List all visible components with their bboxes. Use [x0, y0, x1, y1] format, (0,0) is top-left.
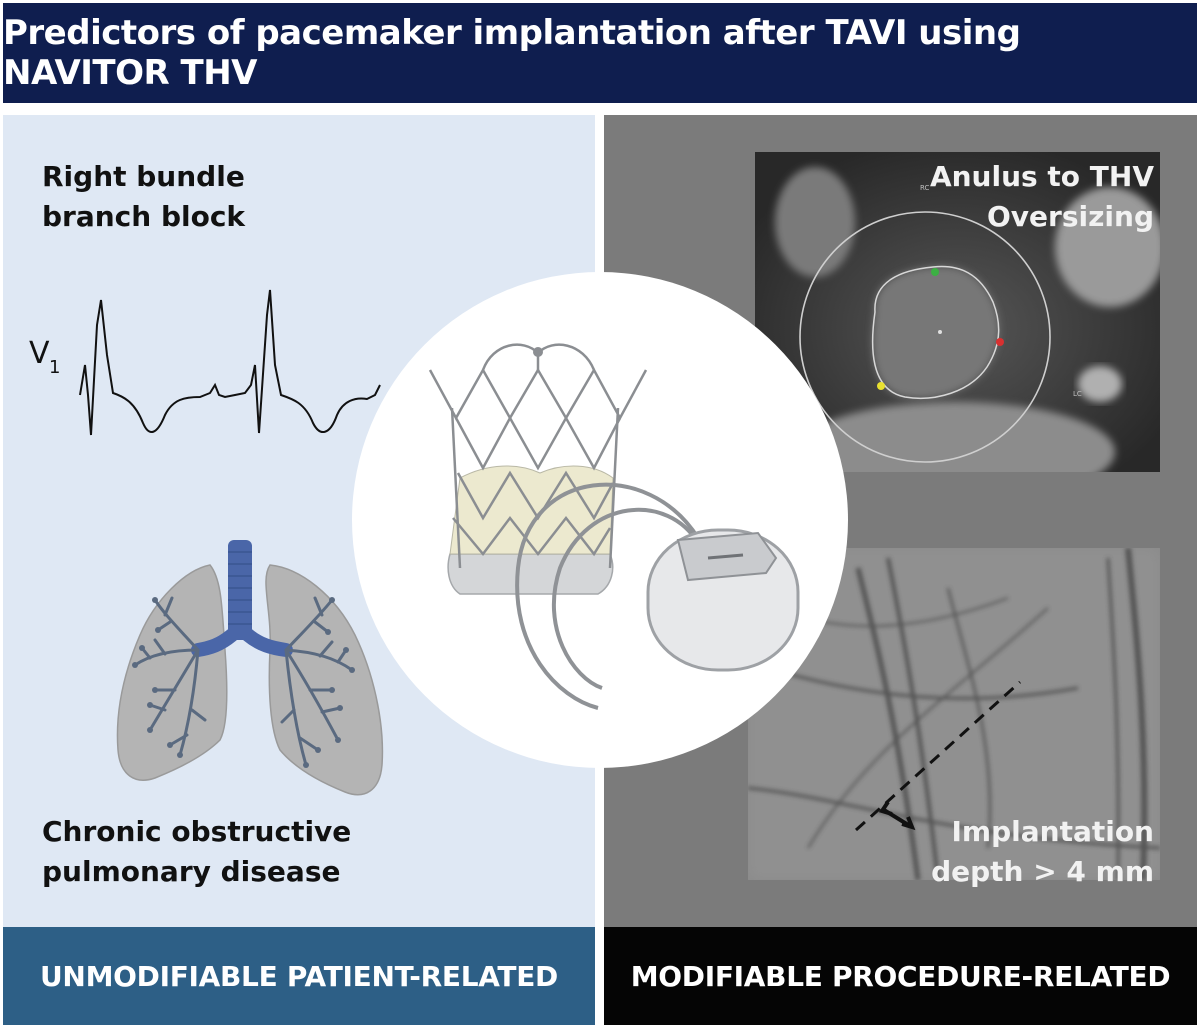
unmodifiable-footer: UNMODIFIABLE PATIENT-RELATED — [3, 927, 595, 1025]
title-banner: Predictors of pacemaker implantation aft… — [3, 3, 1197, 103]
rbbb-label: Right bundle branch block — [42, 160, 246, 233]
ct-marker-green — [931, 268, 939, 276]
implantation-depth-label: Implantation depth > 4 mm — [931, 815, 1154, 888]
ecg-lead-letter: V — [29, 336, 50, 371]
modifiable-footer: MODIFIABLE PROCEDURE-RELATED — [604, 927, 1197, 1025]
ecg-trace: V 1 — [29, 289, 381, 436]
thv-valve-icon — [428, 343, 648, 595]
ct-marker-yellow — [877, 382, 885, 390]
bronchial-tree-left — [133, 596, 207, 757]
modifiable-footer-label: MODIFIABLE PROCEDURE-RELATED — [630, 959, 1171, 993]
ecg-waveform — [79, 289, 381, 436]
annulus-plane-dashed-line — [854, 680, 1022, 832]
unmodifiable-footer-label: UNMODIFIABLE PATIENT-RELATED — [40, 959, 558, 993]
page-title: Predictors of pacemaker implantation aft… — [3, 13, 1021, 93]
lungs-illustration — [116, 540, 384, 796]
ct-marker-lc: LC — [1073, 390, 1082, 398]
pacemaker-device-icon — [646, 528, 800, 672]
ct-marker-red — [996, 338, 1004, 346]
pacemaker-leads — [515, 482, 700, 710]
ecg-lead-number: 1 — [49, 357, 60, 378]
oversizing-label: Anulus to THV Oversizing — [929, 160, 1154, 233]
copd-label: Chronic obstructive pulmonary disease — [42, 815, 352, 888]
valve-pacemaker-illustration — [352, 272, 848, 768]
left-lung — [116, 564, 228, 781]
bronchial-tree-right — [280, 596, 354, 767]
depth-double-arrow-icon — [878, 800, 916, 831]
ct-marker-rc: RC — [920, 184, 930, 192]
